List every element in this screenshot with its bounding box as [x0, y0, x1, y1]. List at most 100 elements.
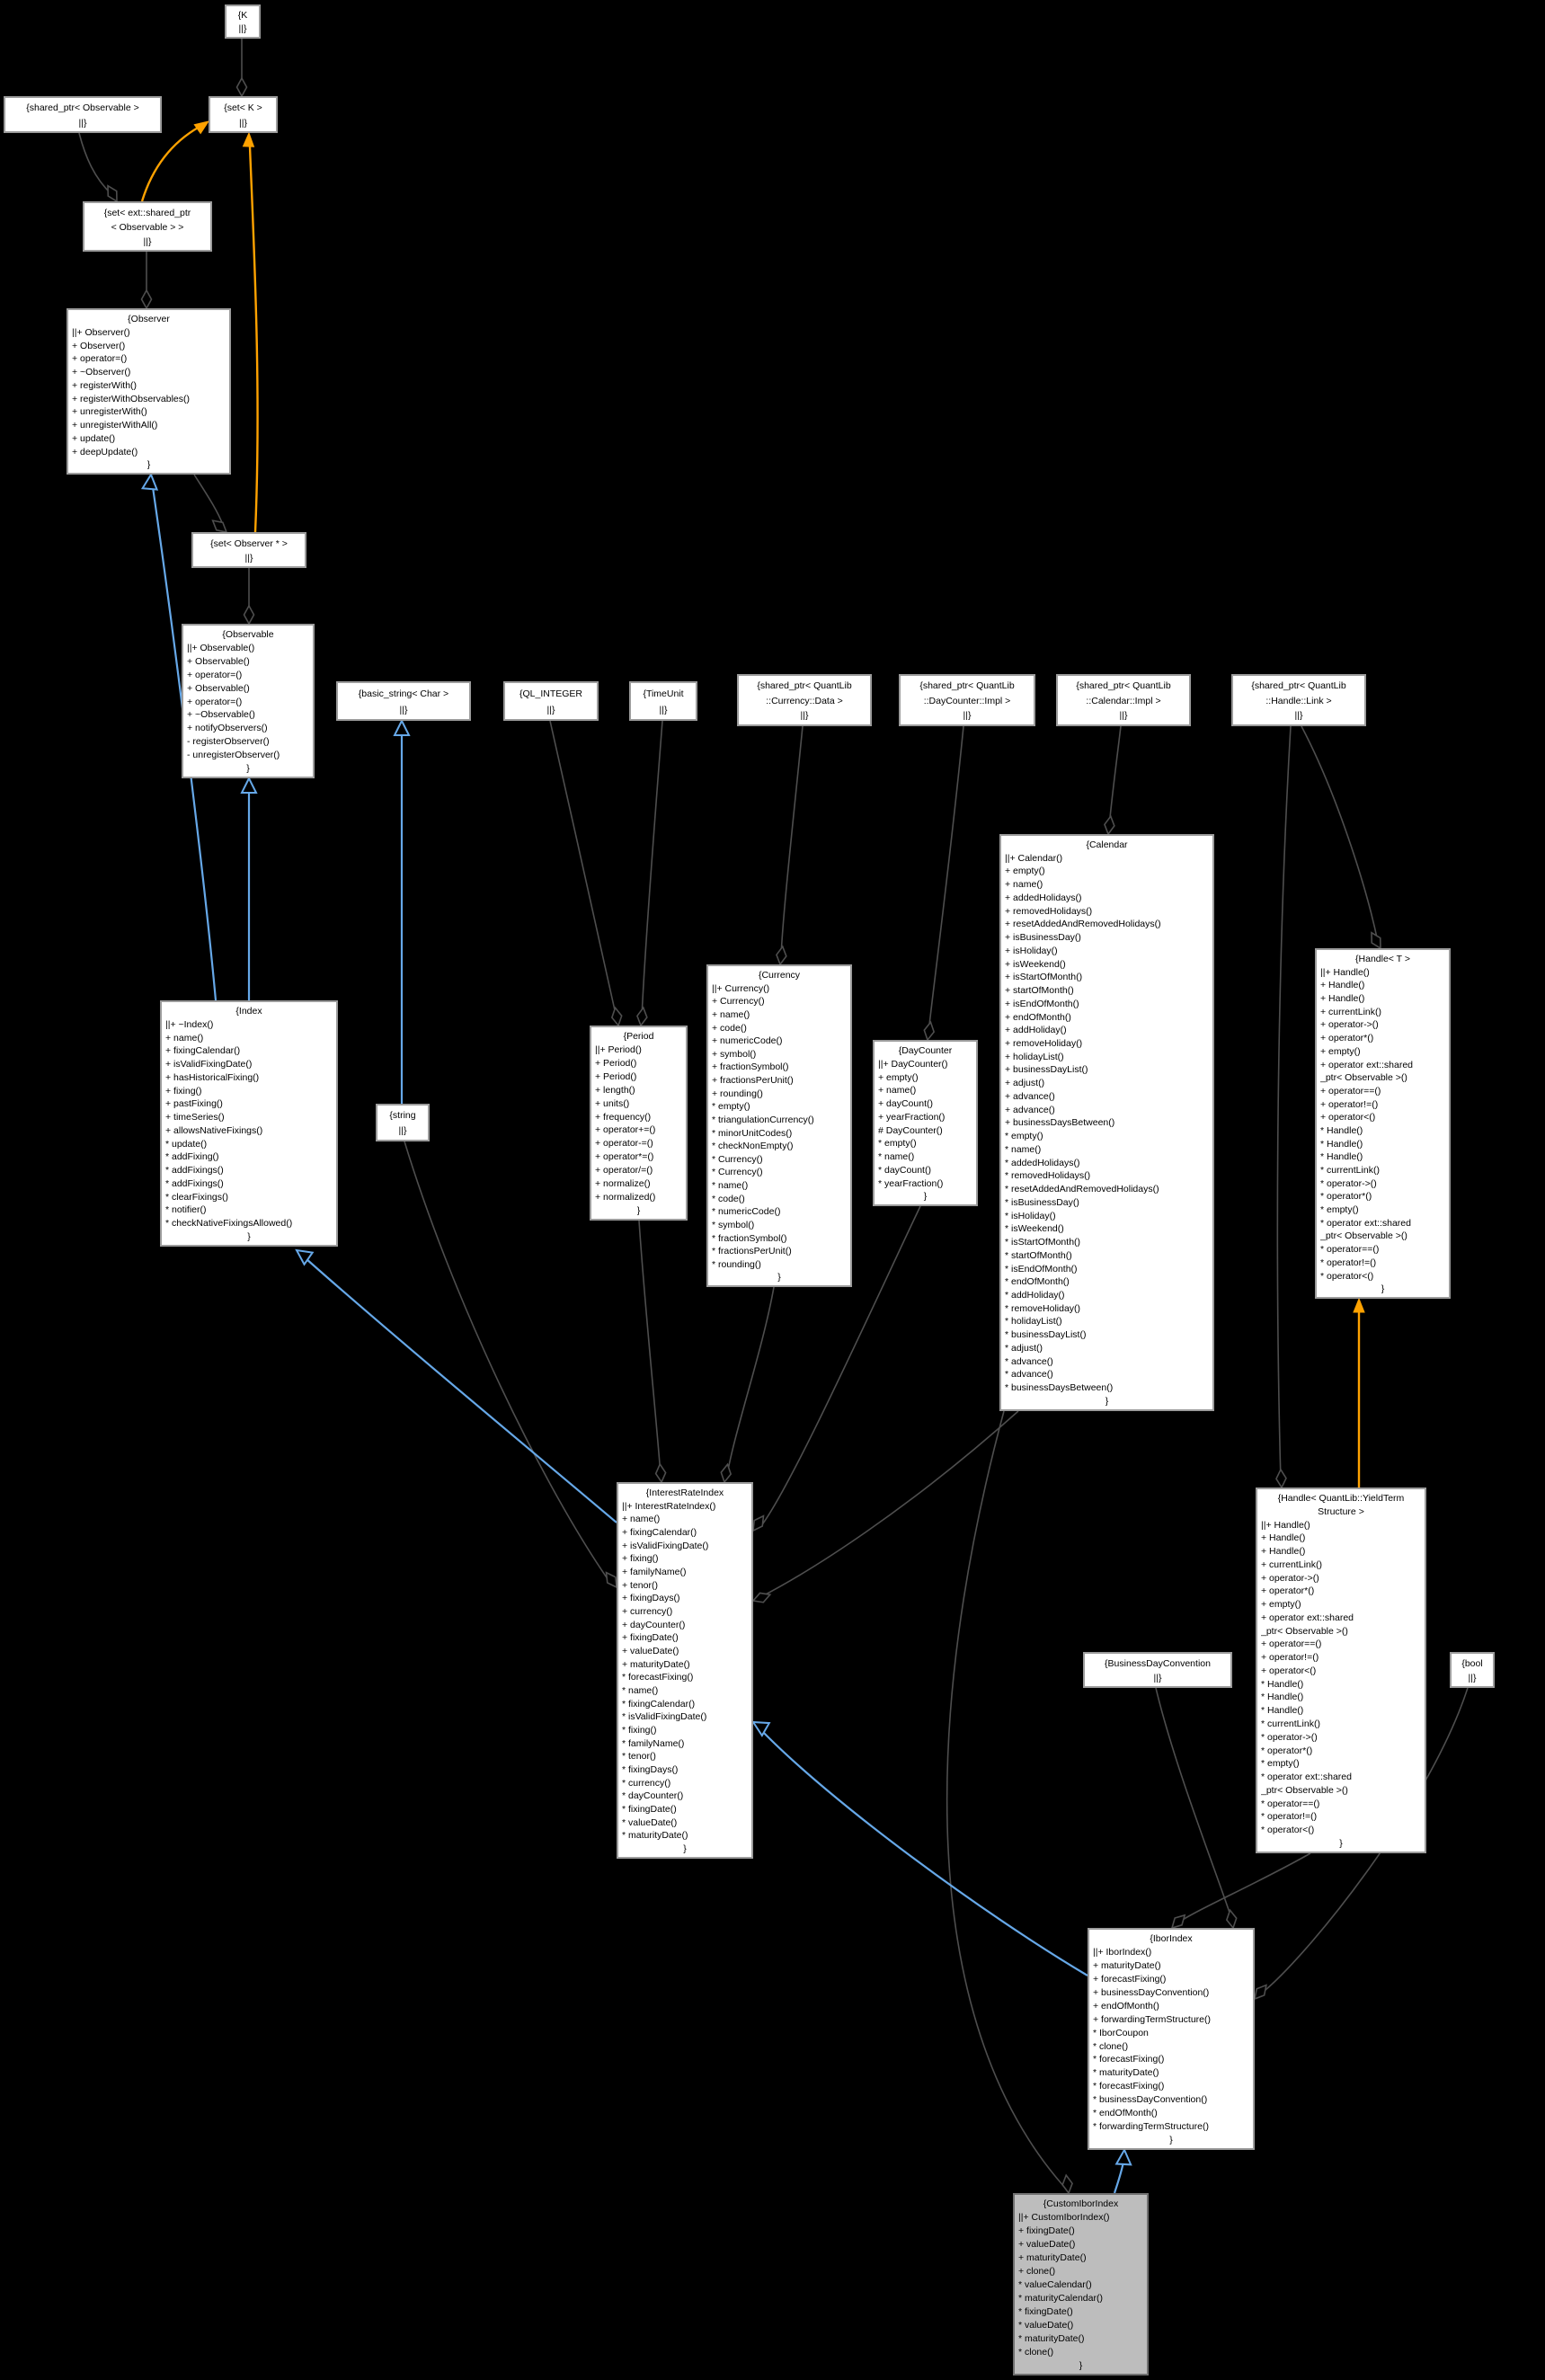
class-node-set-k[interactable]: {set< K >||}	[209, 96, 278, 133]
class-member: _ptr< Observable >()	[1261, 1784, 1348, 1796]
class-node-interest-rate-index[interactable]: {InterestRateIndex||+ InterestRateIndex(…	[617, 1482, 753, 1859]
class-member: + hasHistoricalFixing()	[165, 1071, 260, 1083]
class-member: + endOfMonth()	[1005, 1011, 1071, 1023]
class-member: + clone()	[1018, 2266, 1056, 2277]
class-member: + name()	[165, 1032, 204, 1043]
class-node-period[interactable]: {Period||+ Period()+ Period()+ Period()+…	[590, 1026, 688, 1221]
class-node-observer[interactable]: {Observer||+ Observer()+ Observer()+ ope…	[67, 308, 231, 475]
class-member: * empty()	[1005, 1131, 1043, 1142]
class-node-title: {shared_ptr< Observable >	[26, 102, 139, 113]
class-member: * dayCounter()	[622, 1790, 684, 1802]
edge-marker-diamond-timeunit-to-period	[636, 1006, 648, 1027]
class-member: * fixingCalendar()	[622, 1698, 696, 1710]
class-node-set-observer-star[interactable]: {set< Observer * >||}	[191, 532, 306, 568]
class-member: + name()	[622, 1514, 661, 1525]
class-member: + Currency()	[712, 996, 765, 1008]
class-member: * empty()	[1320, 1204, 1359, 1216]
class-member: ||+ ~Index()	[165, 1018, 214, 1030]
class-node-calendar[interactable]: {Calendar||+ Calendar()+ empty()+ name()…	[999, 834, 1214, 1411]
class-node-businessdayconvention[interactable]: {BusinessDayConvention||}	[1083, 1652, 1232, 1688]
class-member: * minorUnitCodes()	[712, 1127, 793, 1139]
class-member: * isWeekend()	[1005, 1223, 1064, 1235]
class-node-ql-integer[interactable]: {QL_INTEGER||}	[503, 681, 599, 721]
edge-set-observer-star-template-set-k	[248, 146, 259, 533]
class-node-shared-ptr-daycounter-impl[interactable]: {shared_ptr< QuantLib::DayCounter::Impl …	[899, 674, 1035, 726]
class-node-customiborindex[interactable]: {CustomIborIndex||+ CustomIborIndex()+ f…	[1013, 2193, 1149, 2376]
edge-qlinteger-to-period	[549, 720, 617, 1019]
class-node-shared-ptr-handle-link[interactable]: {shared_ptr< QuantLib::Handle::Link >||}	[1231, 674, 1366, 726]
class-member: * Handle()	[1261, 1692, 1304, 1703]
class-node-title: {CustomIborIndex	[1043, 2198, 1119, 2209]
class-member: * forwardingTermStructure()	[1093, 2121, 1209, 2133]
class-member: + normalized()	[595, 1192, 656, 1203]
class-node-handle-t[interactable]: {Handle< T >||+ Handle()+ Handle()+ Hand…	[1315, 948, 1451, 1299]
class-member: + units()	[595, 1097, 630, 1109]
class-member: ||+ Observer()	[72, 326, 130, 338]
class-member: + advance()	[1005, 1090, 1055, 1102]
class-node-title: {Calendar	[1086, 839, 1128, 850]
class-node-iborindex[interactable]: {IborIndex||+ IborIndex()+ maturityDate(…	[1088, 1928, 1255, 2150]
class-member: + operator=()	[72, 353, 128, 365]
class-member: + fractionSymbol()	[712, 1061, 789, 1073]
class-member: + dayCount()	[878, 1098, 933, 1109]
class-member: * familyName()	[622, 1737, 685, 1749]
class-member: + isValidFixingDate()	[622, 1540, 709, 1551]
edge-marker-triangle-iri-inherits-index	[295, 1248, 315, 1266]
edge-marker-diamond-sharedptr-obs-to-set-ext	[107, 184, 118, 203]
edge-customibor-inherits-ibor	[1113, 2161, 1125, 2194]
edge-timeunit-to-period	[641, 720, 663, 1019]
class-node-title: ||}	[399, 705, 408, 715]
edge-bdc-to-ibor	[1155, 1687, 1233, 1922]
class-node-set-ext-shared-ptr-observable[interactable]: {set< ext::shared_ptr< Observable > >||}	[83, 201, 212, 252]
class-node-observable[interactable]: {Observable||+ Observable()+ Observable(…	[182, 624, 315, 778]
class-member: _ptr< Observable >()	[1320, 1072, 1407, 1084]
class-node-title: ||}	[238, 23, 247, 34]
class-member: + length()	[595, 1084, 635, 1096]
class-node-title: {BusinessDayConvention	[1105, 1658, 1211, 1669]
class-node-title: }	[1339, 1837, 1343, 1849]
class-member: + ~Observer()	[72, 367, 131, 377]
class-member: + addHoliday()	[1005, 1025, 1067, 1036]
class-node-title: {InterestRateIndex	[645, 1488, 724, 1498]
class-node-title: {shared_ptr< QuantLib	[757, 680, 852, 691]
class-member: * businessDayConvention()	[1093, 2094, 1208, 2106]
edge-sphandlelink-to-handle-t	[1301, 725, 1379, 943]
class-member: # DayCounter()	[878, 1124, 943, 1136]
class-member: * symbol()	[712, 1219, 755, 1230]
class-node-shared-ptr-observable[interactable]: {shared_ptr< Observable >||}	[4, 96, 162, 133]
class-member: * addHoliday()	[1005, 1289, 1065, 1301]
class-node-basic-string-char[interactable]: {basic_string< Char >||}	[336, 681, 471, 721]
class-member: + currency()	[622, 1606, 673, 1618]
class-member: * Handle()	[1320, 1138, 1363, 1150]
class-node-title: {Observable	[222, 629, 274, 640]
class-node-bool[interactable]: {bool||}	[1450, 1652, 1495, 1688]
class-member: + fixing()	[165, 1085, 202, 1097]
class-node-title: ||}	[398, 1125, 407, 1136]
edge-marker-diamond-sphandlelink-to-handle-t	[1371, 931, 1381, 950]
class-node-index[interactable]: {Index||+ ~Index()+ name()+ fixingCalend…	[160, 1000, 338, 1247]
class-node-currency[interactable]: {Currency||+ Currency()+ Currency()+ nam…	[706, 964, 852, 1287]
class-node-shared-ptr-calendar-impl[interactable]: {shared_ptr< QuantLib::Calendar::Impl >|…	[1056, 674, 1191, 726]
class-member: + advance()	[1005, 1104, 1055, 1115]
class-member: + isStartOfMonth()	[1005, 972, 1083, 983]
class-member: + tenor()	[622, 1579, 658, 1591]
class-member: * checkNativeFixingsAllowed()	[165, 1218, 293, 1230]
class-member: + yearFraction()	[878, 1111, 946, 1123]
class-member: + businessDayConvention()	[1093, 1986, 1210, 1998]
class-node-title: }	[246, 763, 250, 775]
class-member: * rounding()	[712, 1258, 761, 1270]
class-member: _ptr< Observable >()	[1320, 1230, 1407, 1242]
class-member: + maturityDate()	[1093, 1959, 1161, 1971]
class-node-daycounter[interactable]: {DayCounter||+ DayCounter()+ empty()+ na…	[873, 1040, 978, 1206]
class-member: * dayCount()	[878, 1164, 931, 1176]
class-node-string[interactable]: {string||}	[376, 1104, 430, 1141]
class-member: * endOfMonth()	[1005, 1276, 1070, 1288]
class-node-k[interactable]: {K||}	[225, 4, 261, 39]
class-member: * adjust()	[1005, 1342, 1043, 1354]
class-node-timeunit[interactable]: {TimeUnit||}	[629, 681, 697, 721]
class-node-shared-ptr-currency-data[interactable]: {shared_ptr< QuantLib::Currency::Data >|…	[737, 674, 872, 726]
class-member: * operator!=()	[1320, 1257, 1377, 1268]
class-member: + operator=()	[187, 696, 243, 707]
class-member: + empty()	[1005, 866, 1045, 877]
